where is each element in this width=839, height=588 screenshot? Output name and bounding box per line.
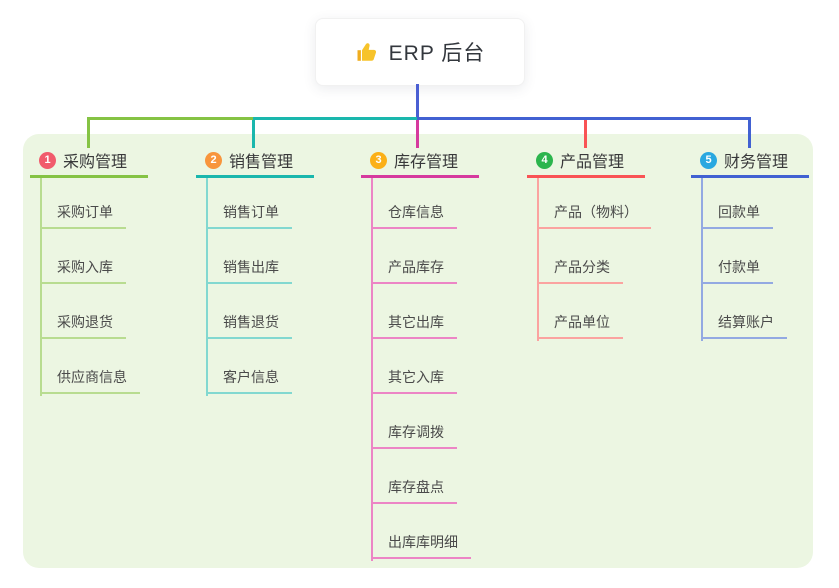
- child-node-其它出库[interactable]: 其它出库: [371, 312, 457, 339]
- branch-underline: [691, 175, 809, 178]
- child-node-客户信息[interactable]: 客户信息: [206, 367, 292, 394]
- child-node-库存调拨[interactable]: 库存调拨: [371, 422, 457, 449]
- branch-number-badge: 4: [536, 151, 553, 169]
- branch-number-badge: 2: [205, 151, 222, 169]
- child-node-产品单位[interactable]: 产品单位: [537, 312, 623, 339]
- drop-connector-4: [584, 120, 587, 148]
- drop-connector-1: [87, 120, 90, 148]
- branch-title: 销售管理: [229, 154, 294, 171]
- root-label: ERP 后台: [388, 42, 486, 65]
- branch-number-badge: 3: [370, 151, 387, 169]
- bus-segment-purchase: [87, 117, 253, 120]
- bus-segment-sales: [253, 117, 417, 120]
- child-node-销售出库[interactable]: 销售出库: [206, 257, 292, 284]
- branch-spine: [206, 178, 208, 396]
- branch-spine: [537, 178, 539, 341]
- child-node-产品（物料）[interactable]: 产品（物料）: [537, 202, 651, 229]
- bus-segment-finance: [417, 117, 751, 120]
- branch-node-采购管理[interactable]: 1 采购管理: [39, 150, 128, 171]
- child-node-产品分类[interactable]: 产品分类: [537, 257, 623, 284]
- branch-underline: [196, 175, 314, 178]
- drop-connector-2: [252, 120, 255, 148]
- branch-underline: [361, 175, 479, 178]
- drop-connector-3: [416, 120, 419, 148]
- branch-title: 产品管理: [560, 154, 625, 171]
- child-node-付款单[interactable]: 付款单: [701, 257, 773, 284]
- branch-spine: [701, 178, 703, 341]
- branch-title: 库存管理: [394, 154, 459, 171]
- thumbs-up-icon: [357, 43, 376, 61]
- child-node-仓库信息[interactable]: 仓库信息: [371, 202, 457, 229]
- drop-connector-5: [748, 120, 751, 148]
- branch-node-销售管理[interactable]: 2 销售管理: [205, 150, 294, 171]
- child-node-回款单[interactable]: 回款单: [701, 202, 773, 229]
- branch-node-产品管理[interactable]: 4 产品管理: [536, 150, 625, 171]
- child-node-采购退货[interactable]: 采购退货: [40, 312, 126, 339]
- child-node-产品库存[interactable]: 产品库存: [371, 257, 457, 284]
- child-node-库存盘点[interactable]: 库存盘点: [371, 477, 457, 504]
- child-node-结算账户[interactable]: 结算账户: [701, 312, 787, 339]
- branch-title: 采购管理: [63, 154, 128, 171]
- branch-spine: [40, 178, 42, 396]
- child-node-供应商信息[interactable]: 供应商信息: [40, 367, 140, 394]
- child-node-出库库明细[interactable]: 出库库明细: [371, 532, 471, 559]
- child-node-采购入库[interactable]: 采购入库: [40, 257, 126, 284]
- branch-spine: [371, 178, 373, 561]
- child-node-其它入库[interactable]: 其它入库: [371, 367, 457, 394]
- branch-node-财务管理[interactable]: 5 财务管理: [700, 150, 789, 171]
- child-node-销售订单[interactable]: 销售订单: [206, 202, 292, 229]
- branch-underline: [527, 175, 645, 178]
- branch-number-badge: 1: [39, 151, 56, 169]
- branches-panel: [23, 134, 813, 568]
- branch-node-库存管理[interactable]: 3 库存管理: [370, 150, 459, 171]
- child-node-采购订单[interactable]: 采购订单: [40, 202, 126, 229]
- branch-title: 财务管理: [724, 154, 789, 171]
- branch-number-badge: 5: [700, 151, 717, 169]
- child-node-销售退货[interactable]: 销售退货: [206, 312, 292, 339]
- root-trunk-connector: [416, 84, 419, 118]
- root-node[interactable]: ERP 后台: [315, 18, 525, 86]
- branch-underline: [30, 175, 148, 178]
